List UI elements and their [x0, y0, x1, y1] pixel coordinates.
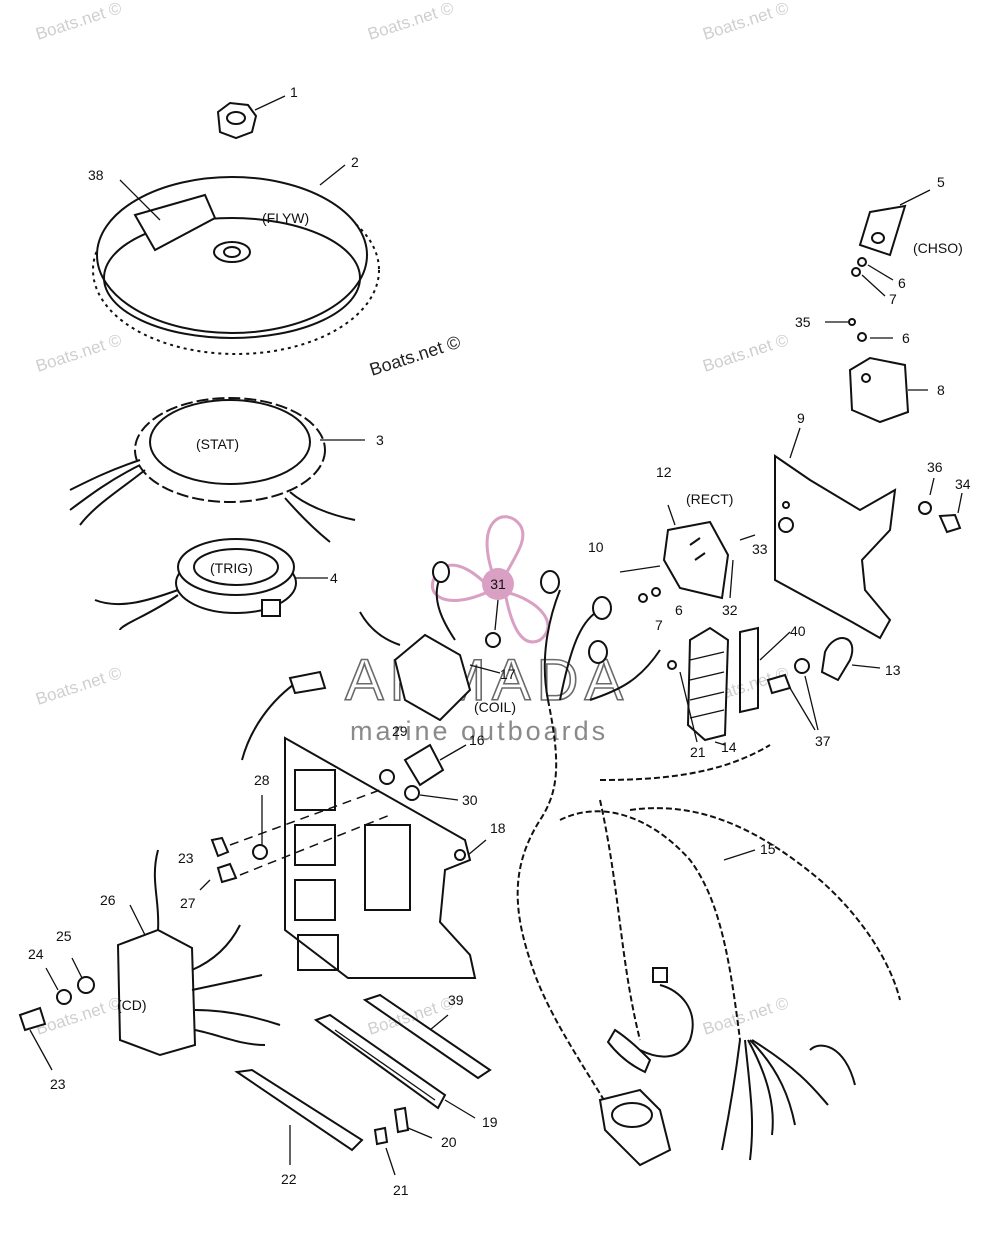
callout-13: 13: [885, 662, 901, 678]
plate-fasteners: [199, 789, 391, 891]
callout-17: 17: [500, 666, 516, 682]
callout-9: 9: [797, 410, 805, 426]
callout-14: 14: [721, 739, 737, 755]
tag-cd: (CD): [117, 997, 147, 1013]
callout-39: 39: [448, 992, 464, 1008]
callout-4: 4: [330, 570, 338, 586]
callout-23: 23: [178, 850, 194, 866]
callout-40: 40: [790, 623, 806, 639]
trigger-part: [94, 538, 328, 631]
callout-37: 37: [815, 733, 831, 749]
highlight-label: 31: [490, 576, 506, 592]
callout-20: 20: [441, 1134, 457, 1150]
callout-3: 3: [376, 432, 384, 448]
mounting-plate-part: [284, 736, 487, 979]
callout-7: 7: [889, 291, 897, 307]
choke-solenoid-part: [851, 189, 931, 297]
callout-21: 21: [690, 744, 706, 760]
watermark: Boats.net ©: [700, 0, 791, 44]
nut-part: [216, 95, 286, 140]
callout-5: 5: [937, 174, 945, 190]
rectifier-bracket: [774, 427, 897, 640]
callout-10: 10: [588, 539, 604, 555]
cd-module-part: [18, 849, 281, 1071]
callout-19: 19: [482, 1114, 498, 1130]
component-tags: (FLYW) (STAT) (TRIG) (CHSO) (RECT) (COIL…: [117, 210, 963, 1013]
watermark: Boats.net ©: [33, 0, 124, 44]
callout-7b: 7: [655, 617, 663, 633]
brand-name: ARMADA: [345, 648, 629, 713]
highlighted-callout: 31: [482, 568, 514, 631]
watermark: Boats.net ©: [365, 0, 456, 44]
callout-33: 33: [752, 541, 768, 557]
callout-34: 34: [955, 476, 971, 492]
callout-24: 24: [28, 946, 44, 962]
watermark: Boats.net ©: [33, 663, 124, 709]
callout-15: 15: [760, 841, 776, 857]
watermark: Boats.net ©: [33, 993, 124, 1039]
stator-part: [69, 397, 365, 543]
callout-16: 16: [469, 732, 485, 748]
callout-18: 18: [490, 820, 506, 836]
tag-rect: (RECT): [686, 491, 733, 507]
tag-chso: (CHSO): [913, 240, 963, 256]
callout-27: 27: [180, 895, 196, 911]
callout-26: 26: [100, 892, 116, 908]
center-watermark: Boats.net ©: [367, 332, 463, 380]
flywheel-part: [92, 164, 380, 355]
callout-2: 2: [351, 154, 359, 170]
switch-part-8: [825, 318, 928, 424]
rectifier-part: [619, 504, 730, 603]
callout-1: 1: [290, 84, 298, 100]
callout-6c: 6: [675, 602, 683, 618]
terminal-strip-parts: [234, 993, 492, 1176]
callout-25: 25: [56, 928, 72, 944]
callout-23b: 23: [50, 1076, 66, 1092]
callout-32: 32: [722, 602, 738, 618]
terminal-block-part: [667, 626, 881, 746]
tag-stat: (STAT): [196, 436, 239, 452]
callout-28: 28: [254, 772, 270, 788]
callout-6: 6: [898, 275, 906, 291]
brand-tagline: marine outboards: [350, 716, 608, 746]
callout-12: 12: [656, 464, 672, 480]
wiring-harness-part: [516, 570, 901, 1167]
highlight-circle: [482, 568, 514, 600]
callout-21b: 21: [393, 1182, 409, 1198]
armada-logo: ARMADA marine outboards: [344, 515, 629, 746]
callout-numbers: 1 2 38 5 6 7 35 6 8 3 9 12 36 34 10 33 6…: [28, 84, 971, 1198]
watermark: Boats.net ©: [700, 330, 791, 376]
ignition-coil-part: [241, 561, 501, 801]
callout-38: 38: [88, 167, 104, 183]
bracket-fasteners: [729, 477, 963, 599]
watermark: Boats.net ©: [700, 993, 791, 1039]
callout-8: 8: [937, 382, 945, 398]
callout-35: 35: [795, 314, 811, 330]
callout-36: 36: [927, 459, 943, 475]
watermark: Boats.net ©: [33, 330, 124, 376]
tag-flyw: (FLYW): [262, 210, 309, 226]
callout-22: 22: [281, 1171, 297, 1187]
tag-coil: (COIL): [474, 699, 516, 715]
callout-29: 29: [392, 723, 408, 739]
callout-6b: 6: [902, 330, 910, 346]
tag-trig: (TRIG): [210, 560, 253, 576]
callout-30: 30: [462, 792, 478, 808]
